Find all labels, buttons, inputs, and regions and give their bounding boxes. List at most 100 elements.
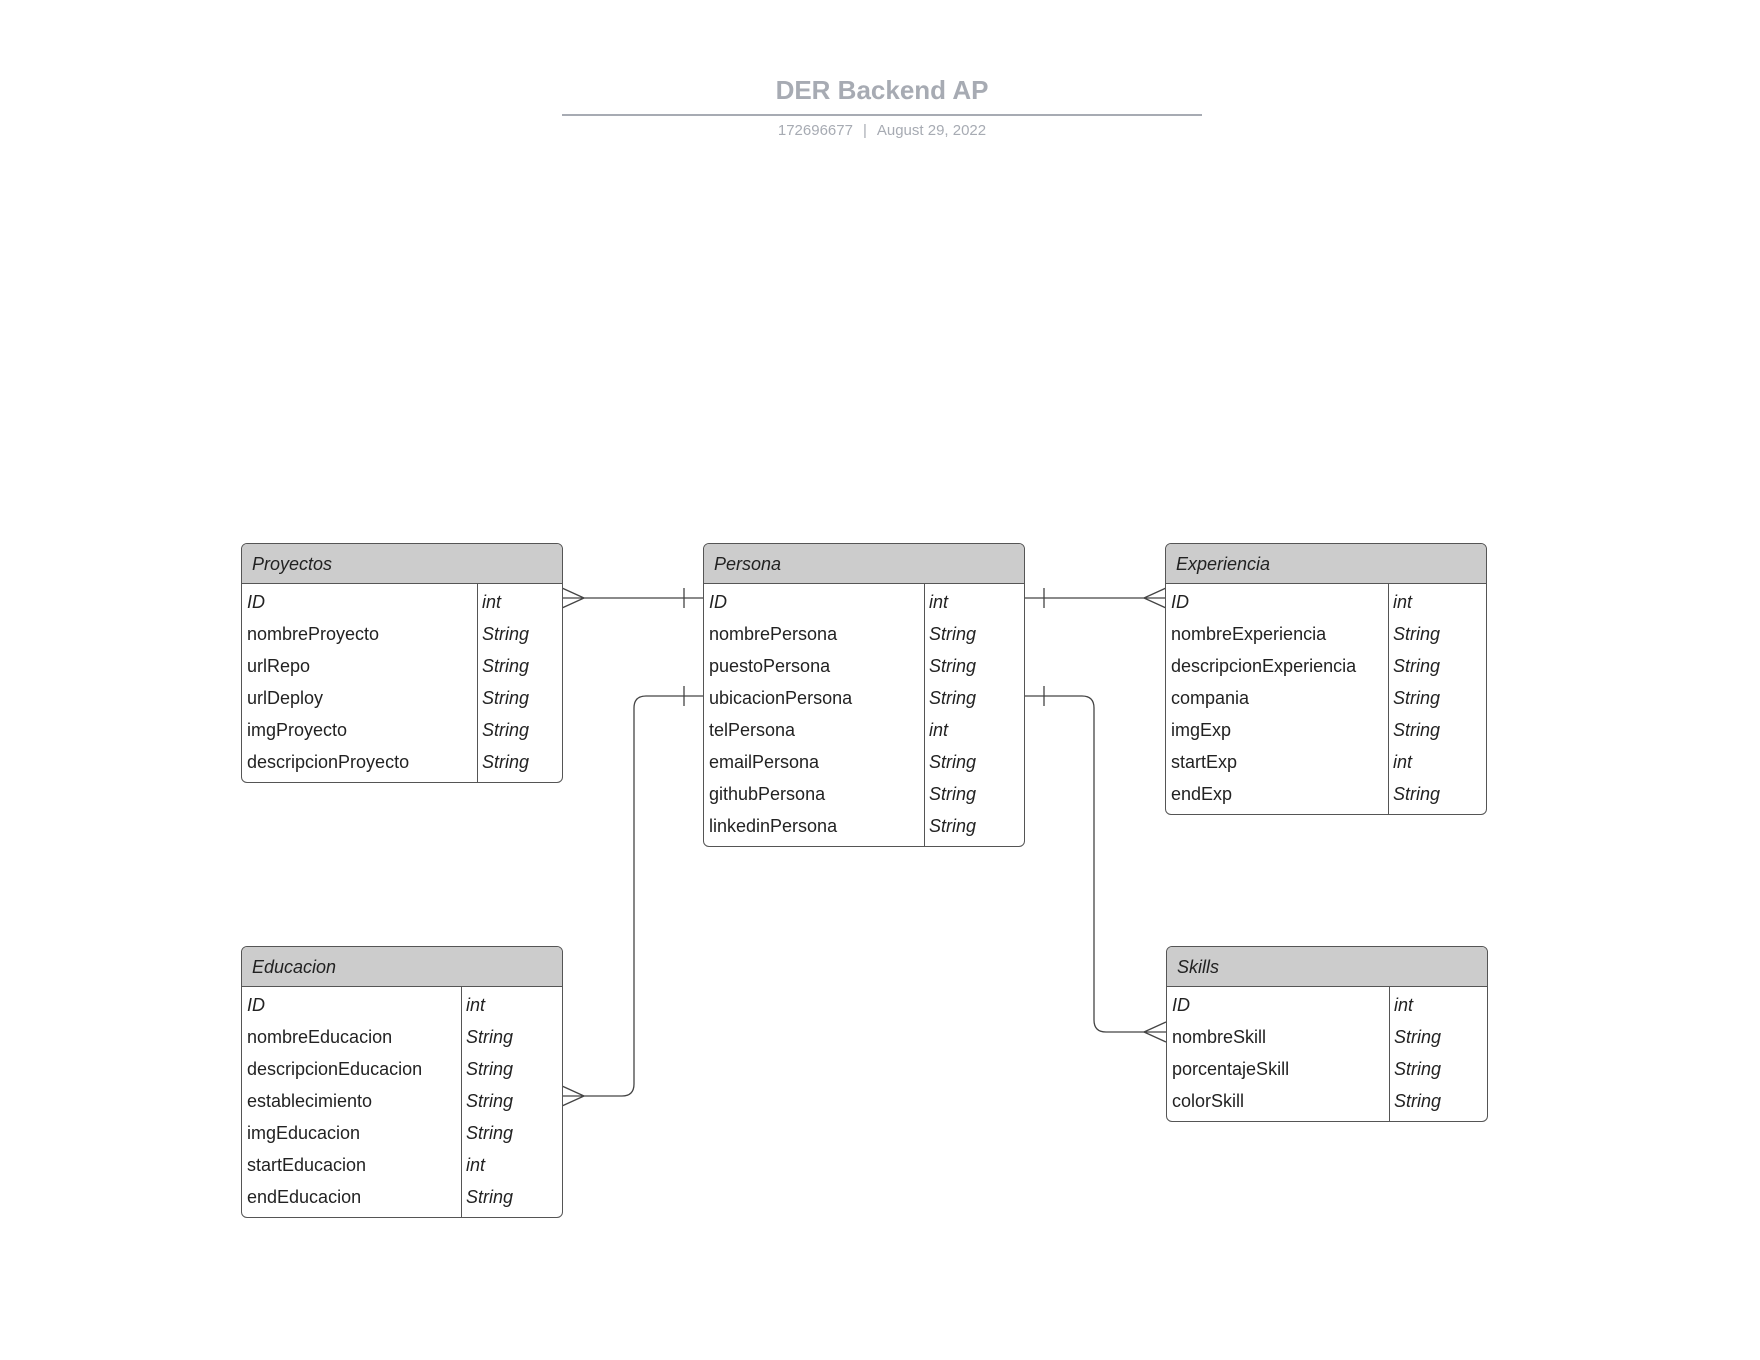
attribute-type: int (466, 995, 486, 1015)
attribute-type: String (482, 656, 530, 676)
attribute-type: String (1394, 1059, 1442, 1079)
relationship-persona-experiencia[interactable] (1024, 587, 1167, 609)
attribute-name: githubPersona (709, 784, 826, 804)
attribute-row[interactable]: imgEducacion String (242, 1117, 562, 1149)
attribute-name: endEducacion (247, 1187, 362, 1207)
attribute-row-primary-key[interactable]: ID int (1167, 989, 1487, 1021)
attribute-row[interactable]: descripcionExperiencia String (1166, 650, 1486, 682)
attribute-type: String (1393, 656, 1441, 676)
attribute-type: String (1394, 1027, 1442, 1047)
column-divider (477, 584, 478, 782)
attribute-row[interactable]: urlDeploy String (242, 682, 562, 714)
attribute-name: urlDeploy (247, 688, 324, 708)
attribute-name: nombrePersona (709, 624, 838, 644)
meta-separator: | (862, 122, 867, 139)
attribute-type: String (929, 656, 977, 676)
attribute-type: int (466, 1155, 486, 1175)
attribute-type: String (929, 688, 977, 708)
attribute-name: nombreExperiencia (1171, 624, 1327, 644)
attribute-row[interactable]: descripcionProyecto String (242, 746, 562, 778)
attribute-type: String (482, 752, 530, 772)
attribute-type: int (1394, 995, 1414, 1015)
attribute-type: String (929, 816, 977, 836)
attribute-name: ubicacionPersona (709, 688, 853, 708)
relationship-persona-proyectos[interactable] (561, 587, 704, 609)
document-id: 172696677 (777, 122, 853, 139)
many-marker (1143, 1021, 1167, 1043)
document-date: August 29, 2022 (876, 122, 987, 139)
attribute-name: imgEducacion (247, 1123, 361, 1143)
attribute-name: startExp (1171, 752, 1238, 772)
attribute-type: int (482, 592, 502, 612)
attribute-row[interactable]: ubicacionPersona String (704, 682, 1024, 714)
attribute-row-primary-key[interactable]: ID int (704, 586, 1024, 618)
column-divider (924, 584, 925, 846)
attribute-name: ID (1172, 995, 1190, 1015)
attribute-row[interactable]: githubPersona String (704, 778, 1024, 810)
attribute-type: String (466, 1027, 514, 1047)
connector-line (562, 695, 704, 1097)
title-underline (562, 114, 1202, 116)
attribute-type: String (929, 784, 977, 804)
column-divider (1388, 584, 1389, 814)
attribute-row[interactable]: nombreSkill String (1167, 1021, 1487, 1053)
attribute-name: ID (709, 592, 727, 612)
attribute-type: int (929, 592, 949, 612)
column-divider (461, 987, 462, 1217)
connector-line (1024, 695, 1166, 1033)
attribute-name: establecimiento (247, 1091, 373, 1111)
attribute-row[interactable]: colorSkill String (1167, 1085, 1487, 1117)
attribute-row-primary-key[interactable]: ID int (242, 989, 562, 1021)
attribute-type: String (1393, 624, 1441, 644)
attribute-name: endExp (1171, 784, 1233, 804)
attribute-type: String (482, 624, 530, 644)
attribute-name: porcentajeSkill (1172, 1059, 1290, 1079)
attribute-name: ID (247, 995, 265, 1015)
attribute-type: String (1394, 1091, 1442, 1111)
attribute-name: descripcionExperiencia (1171, 656, 1357, 676)
document-header: DER Backend AP 172696677 | August 29, 2022 (562, 70, 1202, 139)
attribute-type: String (466, 1123, 514, 1143)
attribute-type: String (482, 720, 530, 740)
attribute-name: colorSkill (1172, 1091, 1245, 1111)
attribute-type: String (482, 688, 530, 708)
relationship-persona-skills[interactable] (1024, 686, 1167, 1043)
attribute-row[interactable]: nombreExperiencia String (1166, 618, 1486, 650)
relationship-persona-educacion[interactable] (561, 686, 704, 1107)
attribute-name: descripcionProyecto (247, 752, 410, 772)
attribute-name: compania (1171, 688, 1250, 708)
attribute-name: nombreSkill (1172, 1027, 1267, 1047)
attribute-type: int (1393, 592, 1413, 612)
diagram-title: DER Backend AP (775, 75, 989, 105)
attribute-type: String (929, 752, 977, 772)
attribute-row[interactable]: porcentajeSkill String (1167, 1053, 1487, 1085)
